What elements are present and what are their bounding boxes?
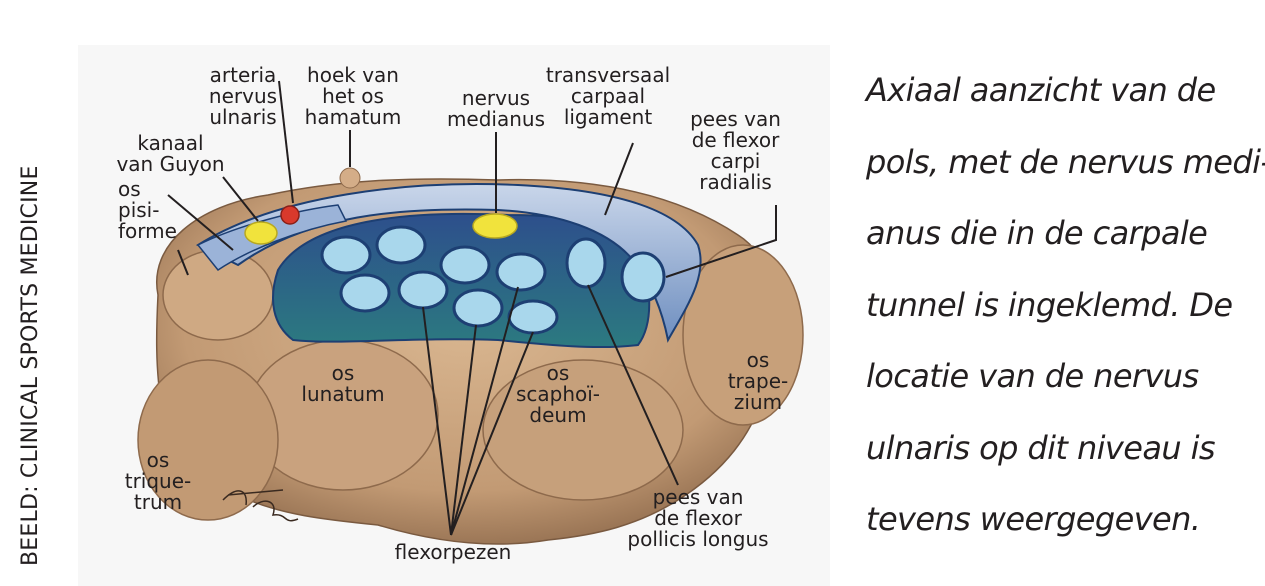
label-hoek-hamatum: hoek van het os hamatum [304,63,402,129]
label-transversaal-ligament: transversaal carpaal ligament [545,63,671,129]
os-trapezium-shape [682,244,804,426]
label-nervus-medianus: nervus medianus [446,86,546,131]
flexor-tendon [339,273,391,313]
leader-line [604,142,634,216]
label-os-trapezium: os trape- zium [727,348,789,414]
os-triquetrum-shape [137,359,279,521]
label-os-scaphoideum: os scaphoï- deum [515,361,601,427]
label-os-pisiforme: os pisi- forme [118,177,177,243]
wrist-cross-section-figure: arteria nervus ulnaris hoek van het os h… [78,45,830,586]
leader-line [222,176,259,222]
label-os-lunatum: os lunatum [301,361,385,406]
label-flexor-pollicis-longus: pees van de flexor pollicis longus [627,485,769,551]
leader-line [665,205,777,278]
label-flexor-carpi-radialis: pees van de flexor carpi radialis [690,107,781,194]
flexor-tendon [452,288,504,328]
leader-line [587,284,679,486]
flexor-carpi-radialis-tendon [620,251,666,303]
figure-caption: Axiaal aanzicht van de pols, met de nerv… [866,55,1265,556]
caption-line: tunnel is ingeklemd. De [866,285,1233,324]
flexor-tendon [439,245,491,285]
flexor-tendon [495,252,547,292]
flexor-tendon [320,235,372,275]
leader-line [167,194,234,251]
caption-line: Axiaal aanzicht van de [866,71,1216,109]
label-flexorpezen: flexorpezen [394,540,512,564]
flexor-tendon [507,299,559,335]
os-scaphoideum-shape [482,359,684,501]
ulnar-artery [280,205,300,225]
ulnar-nerve [244,221,278,245]
label-arteria-nervus-ulnaris: arteria nervus ulnaris [208,63,278,129]
caption-line: pols, met de nervus medi- [866,142,1265,181]
median-nerve [472,213,518,239]
leader-line [450,324,477,536]
caption-line: tevens weergegeven. [866,500,1201,538]
leader-lines [167,80,777,536]
flexor-pollicis-longus-tendon [565,237,607,289]
leader-line [278,80,294,204]
leader-line [450,331,534,536]
label-os-triquetrum: os trique- trum [124,448,192,514]
leader-line [422,306,452,536]
image-credit: BEELD: CLINICAL SPORTS MEDICINE [18,165,43,566]
caption-line: locatie van de nervus [866,357,1199,395]
caption-line: ulnaris op dit niveau is [866,428,1216,467]
leader-line [450,286,519,536]
artist-signature [222,489,299,522]
flexor-tendons [320,225,559,335]
wrist-anatomy-illustration [137,80,804,545]
label-kanaal-guyon: kanaal van Guyon [116,131,225,176]
flexor-tendon [397,270,449,310]
flexor-tendon [375,225,427,265]
hamate-hook [339,167,361,189]
leader-line [177,249,189,276]
caption-line: anus die in de carpale [866,214,1208,252]
